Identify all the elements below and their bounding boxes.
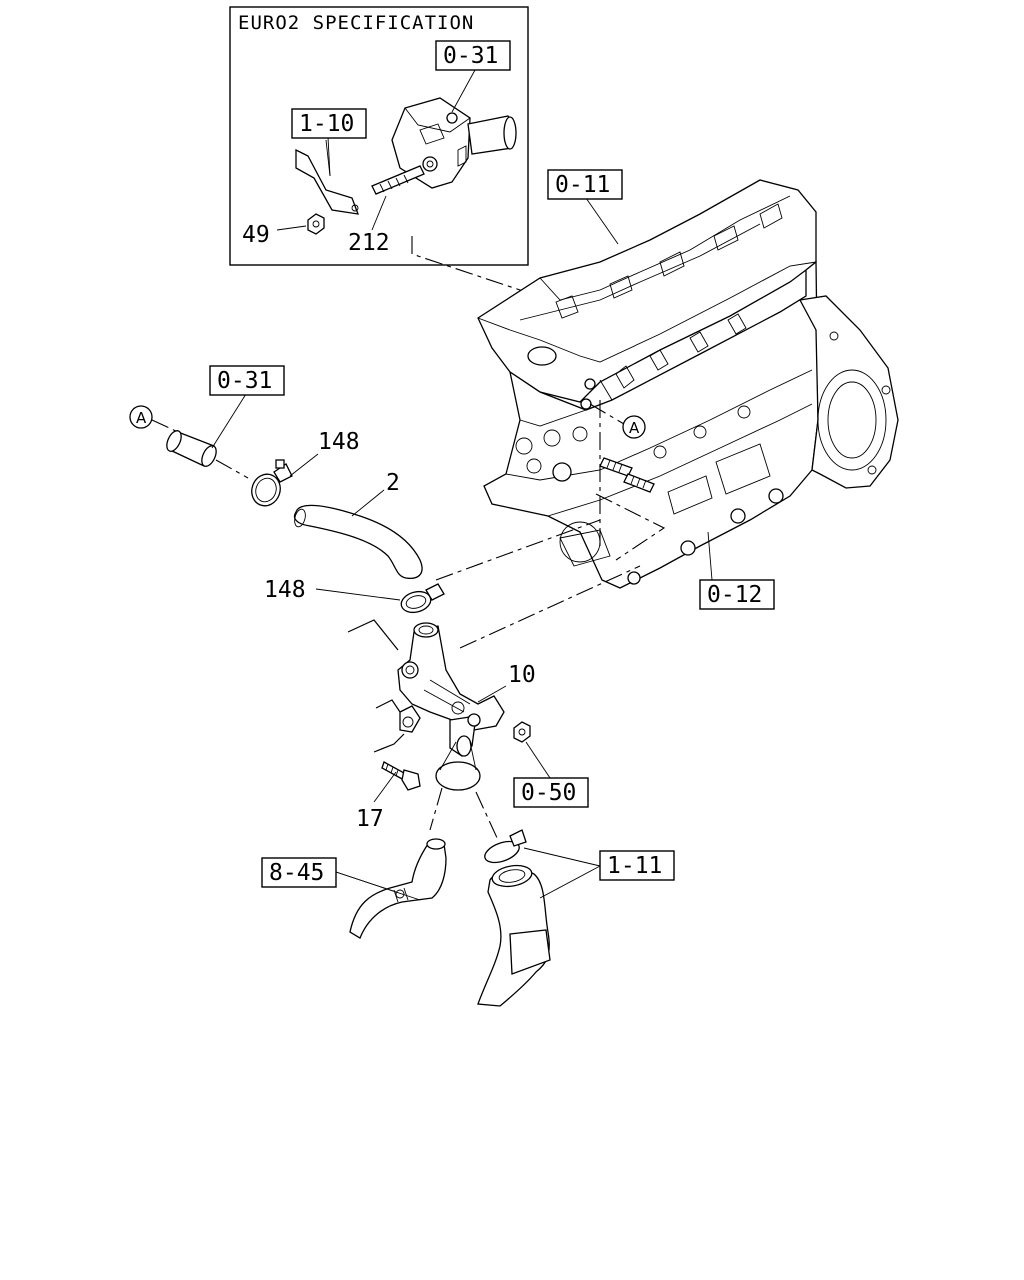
ref-8-45: 8-45 [261, 857, 337, 888]
svg-text:0-12: 0-12 [707, 582, 762, 608]
euro2-inset: EURO2 SPECIFICATION [229, 6, 529, 266]
inset-frame [229, 6, 529, 266]
part-2: 2 [386, 470, 400, 496]
radiator-hose [477, 864, 551, 1007]
housing-dash-lower [459, 565, 641, 649]
hose-clamp-upper [251, 459, 293, 507]
svg-text:8-45: 8-45 [269, 860, 324, 886]
svg-text:0-50: 0-50 [521, 780, 576, 806]
heater-hose [349, 838, 447, 939]
water-hose [293, 504, 423, 580]
part-148-lower: 148 [264, 577, 306, 603]
part-17: 17 [356, 806, 384, 832]
inset-bracket [295, 139, 359, 215]
bypass-pipe [166, 430, 217, 467]
inset-part-49: 49 [242, 222, 270, 248]
radiator-dash [475, 791, 499, 841]
ref-0-31: 0-31 [209, 365, 285, 396]
ref-0-12: 0-12 [699, 579, 775, 610]
ref-0-50: 0-50 [513, 777, 589, 808]
inset-title: EURO2 SPECIFICATION [238, 12, 474, 34]
svg-text:A: A [629, 419, 640, 437]
leader-bracket-1 [347, 619, 399, 651]
engine-block [477, 179, 899, 589]
bolt-17 [381, 761, 421, 791]
leader-bracket-3 [373, 733, 405, 753]
svg-text:0-31: 0-31 [217, 368, 272, 394]
marker-a-right-line [589, 403, 625, 425]
outlet-flange [435, 741, 481, 791]
hose-clamp-1-11 [484, 829, 527, 864]
svg-text:0-31: 0-31 [443, 43, 498, 69]
leader-bracket-2 [375, 699, 401, 713]
marker-a-right: A [622, 415, 646, 439]
inset-nut-49 [307, 213, 325, 235]
svg-text:1-10: 1-10 [299, 111, 354, 137]
svg-text:1-11: 1-11 [607, 853, 662, 879]
nut-0-50 [513, 721, 531, 743]
marker-a-left-line [151, 419, 179, 433]
svg-text:A: A [136, 409, 147, 427]
housing-dash-upper [435, 519, 601, 581]
inset-ref-0-31: 0-31 [435, 40, 511, 71]
hose-clamp-lower [400, 583, 445, 614]
thermostat-housing [397, 622, 505, 757]
heater-dash [429, 787, 443, 831]
part-10: 10 [508, 662, 536, 688]
part-148-upper: 148 [318, 429, 360, 455]
ref-1-11: 1-11 [599, 850, 675, 881]
marker-a-left: A [129, 405, 153, 429]
inset-thermostat-housing [391, 97, 517, 189]
inset-stud-212 [371, 165, 425, 195]
engine-dash-2 [595, 493, 666, 561]
inset-part-212: 212 [348, 230, 390, 256]
inset-ref-1-10: 1-10 [291, 108, 367, 139]
ref-0-11: 0-11 [547, 169, 623, 200]
bypass-pipe-line [215, 459, 249, 479]
svg-text:0-11: 0-11 [555, 172, 610, 198]
